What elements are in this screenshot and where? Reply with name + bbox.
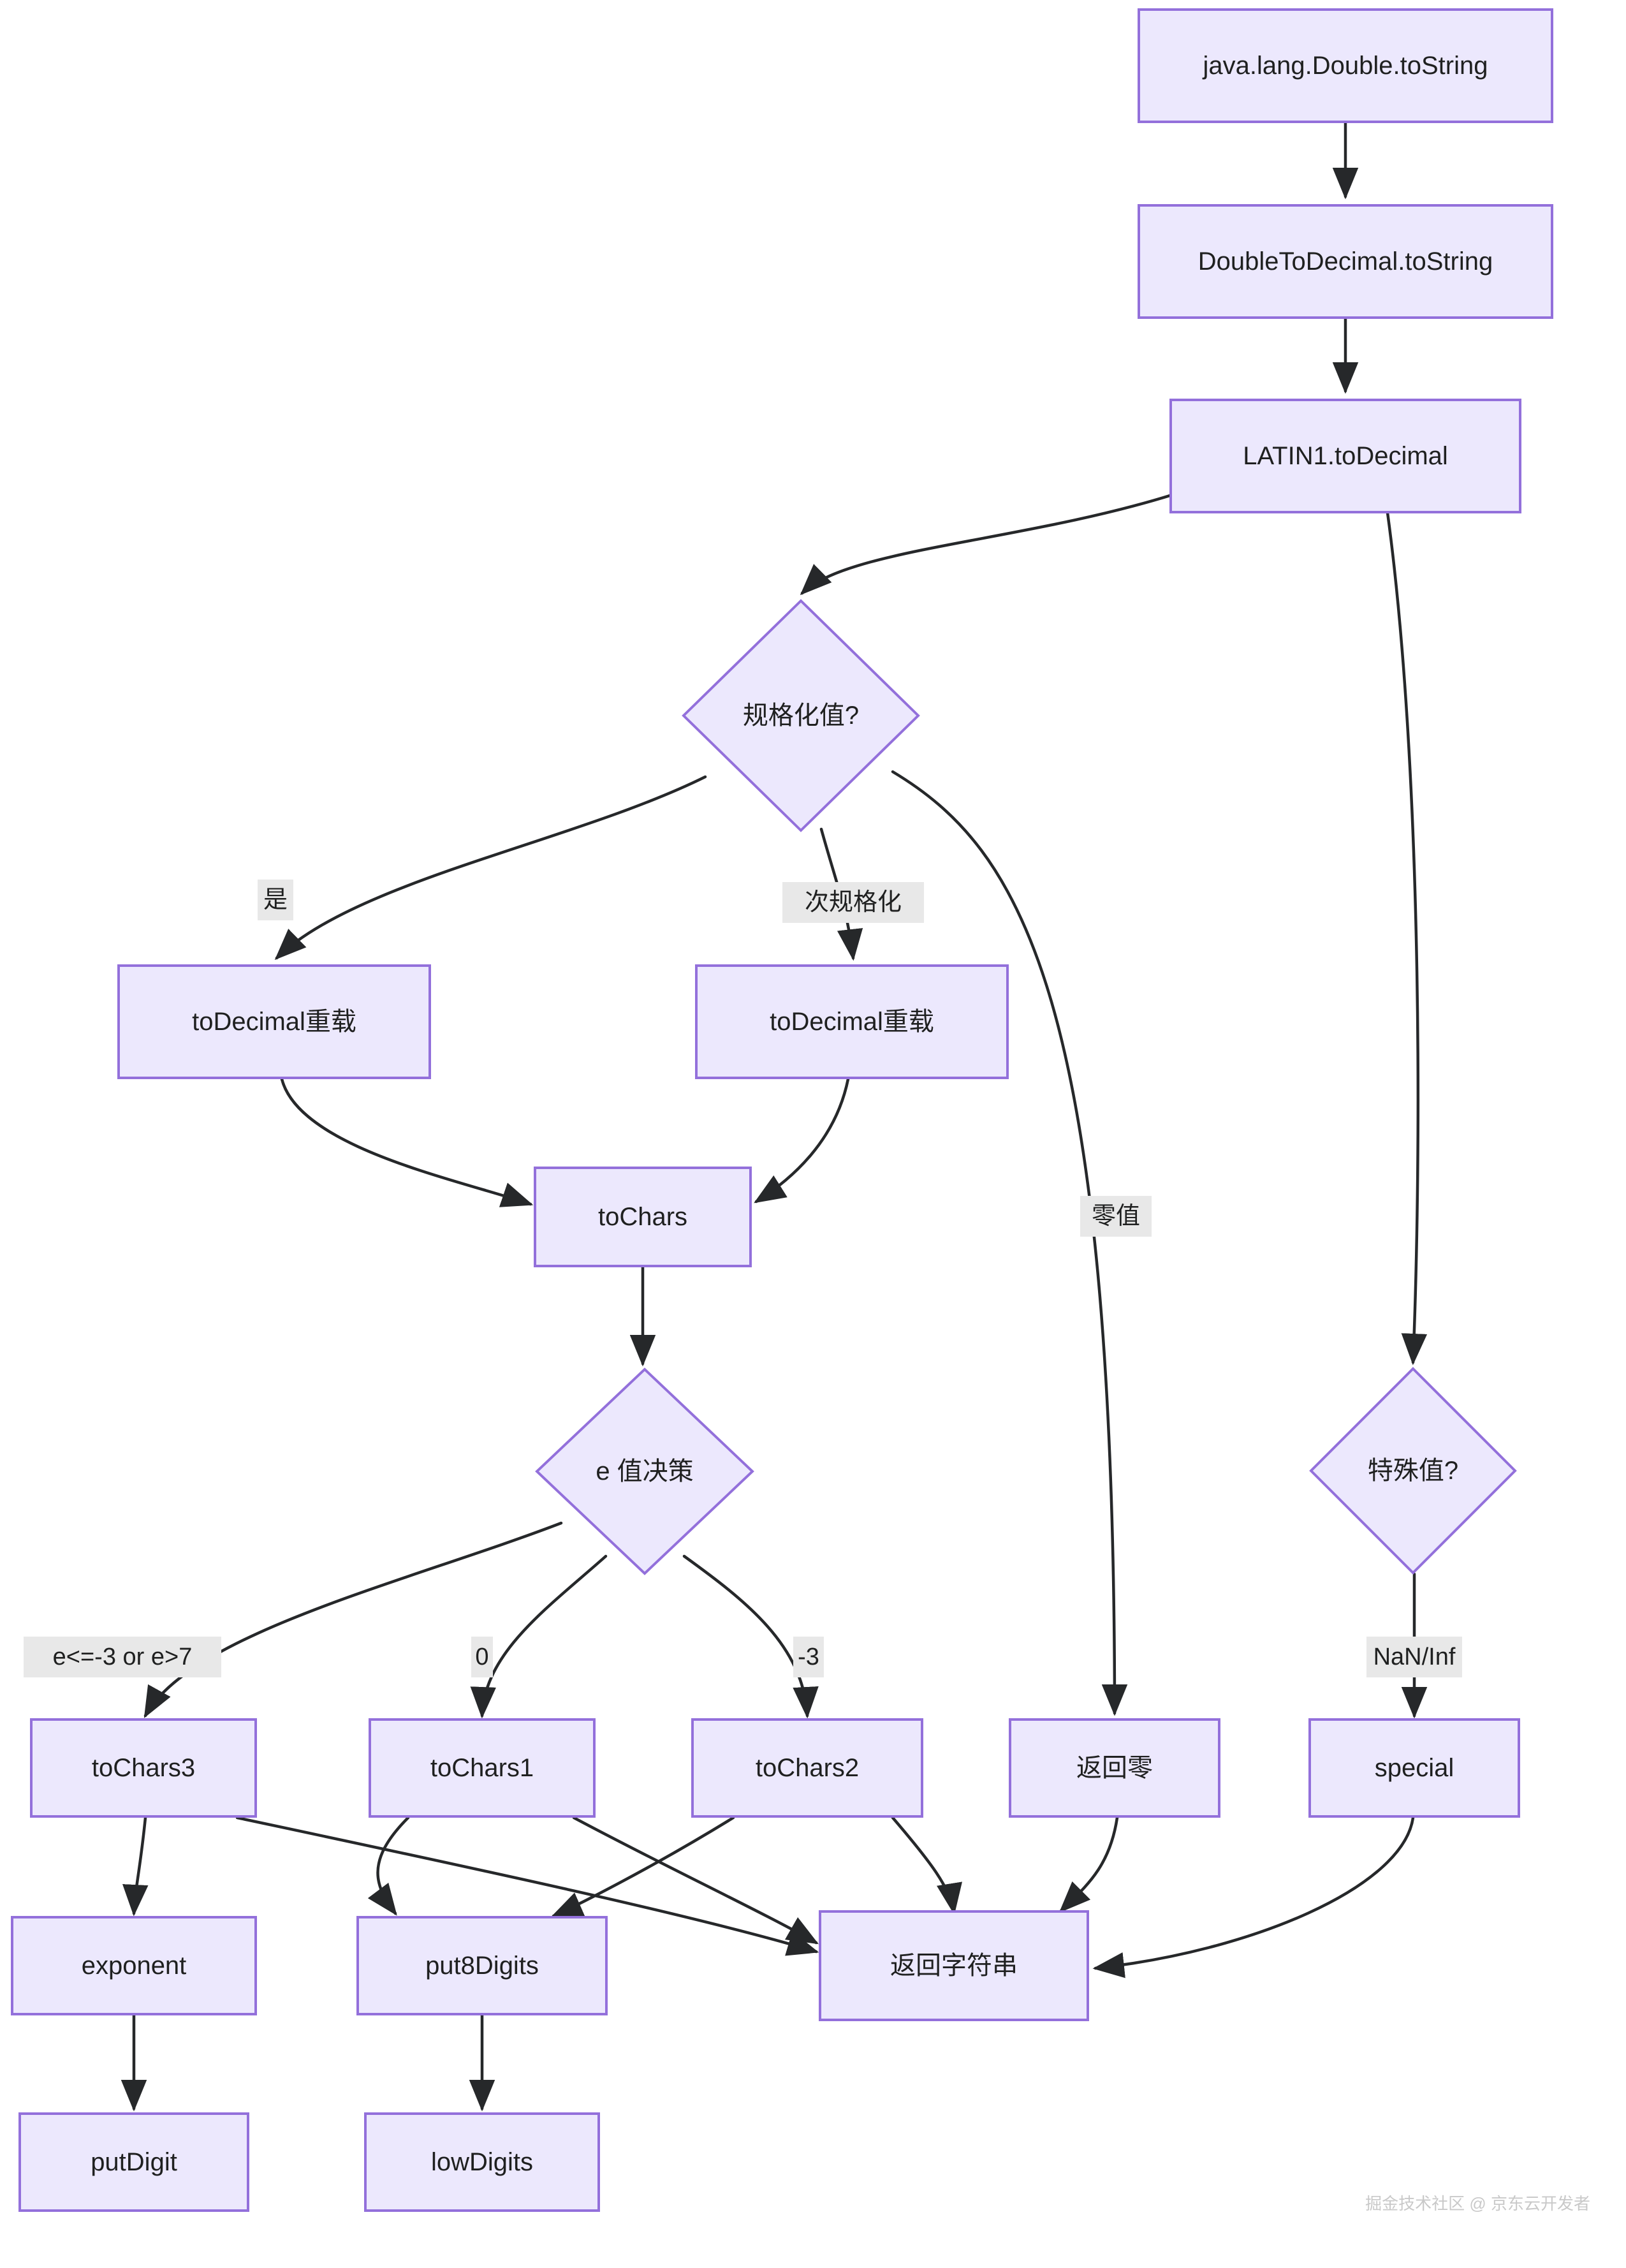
edge-todecimal-a-to-tochars	[280, 1077, 534, 1207]
node-special[interactable]: special	[1308, 1718, 1520, 1818]
node-return-zero[interactable]: 返回零	[1009, 1718, 1220, 1818]
edge-tochars1-to-return-string	[572, 1816, 819, 1945]
node-label: 特殊值?	[1368, 1457, 1458, 1485]
node-label: toChars1	[430, 1754, 534, 1782]
node-tochars1[interactable]: toChars1	[369, 1718, 596, 1818]
edge-label-text: 0	[475, 1644, 488, 1670]
edge-e-minus3-to-tochars2	[682, 1554, 819, 1719]
edge-label-yes: 是	[258, 880, 293, 920]
node-exponent[interactable]: exponent	[11, 1916, 257, 2015]
edge-tochars3-to-return-string	[235, 1816, 819, 1956]
edge-e-large-to-tochars3	[143, 1521, 563, 1718]
edge-tochars2-to-put8digits	[550, 1816, 735, 1918]
edge-return-zero-to-return-string	[1058, 1816, 1119, 1913]
node-tochars2[interactable]: toChars2	[691, 1718, 923, 1818]
node-java-lang-double-tostring[interactable]: java.lang.Double.toString	[1138, 8, 1553, 123]
edge-label-e-zero: 0	[471, 1637, 493, 1677]
node-label: e 值决策	[596, 1457, 693, 1485]
node-label: toChars3	[92, 1754, 195, 1782]
edge-special-to-return-string	[1092, 1816, 1415, 1978]
node-tochars[interactable]: toChars	[534, 1167, 752, 1267]
node-label: 规格化值?	[743, 702, 859, 730]
node-tochars3[interactable]: toChars3	[30, 1718, 257, 1818]
node-label: special	[1375, 1754, 1454, 1782]
node-decision-e-value[interactable]: e 值决策	[535, 1367, 754, 1575]
node-label: toDecimal重载	[770, 1008, 934, 1036]
watermark-label: 掘金技术社区 @ 京东云开发者	[1365, 2194, 1590, 2213]
node-label: putDigit	[91, 2148, 177, 2176]
edge-label-text: -3	[798, 1644, 819, 1670]
node-todecimal-overload-subnormal[interactable]: toDecimal重载	[695, 964, 1009, 1079]
edge-label-nan-inf: NaN/Inf	[1366, 1637, 1462, 1677]
node-label: exponent	[82, 1952, 187, 1980]
node-latin1-todecimal[interactable]: LATIN1.toDecimal	[1169, 399, 1521, 513]
node-label: toDecimal重载	[192, 1008, 356, 1036]
node-label: lowDigits	[431, 2148, 533, 2176]
node-lowdigits[interactable]: lowDigits	[364, 2112, 600, 2212]
edge-label-e-minus-three: -3	[793, 1637, 824, 1677]
node-putdigit[interactable]: putDigit	[18, 2112, 249, 2212]
edge-label-text: e<=-3 or e>7	[53, 1644, 193, 1670]
edge-latin1-to-normalized-decision	[800, 493, 1174, 596]
edge-label-text: 是	[263, 887, 288, 913]
edge-tochars1-to-put8digits	[367, 1816, 410, 1916]
edge-tochars3-to-exponent	[122, 1816, 149, 1917]
node-label: LATIN1.toDecimal	[1243, 442, 1448, 470]
node-put8digits[interactable]: put8Digits	[356, 1916, 608, 2015]
node-label: java.lang.Double.toString	[1203, 52, 1488, 80]
node-decision-special-value[interactable]: 特殊值?	[1309, 1367, 1517, 1575]
node-doubletodecimal-tostring[interactable]: DoubleToDecimal.toString	[1138, 204, 1553, 319]
node-label: 返回字符串	[890, 1952, 1018, 1980]
edge-normalized-zero-to-return-zero	[891, 770, 1128, 1716]
edge-label-text: 次规格化	[805, 889, 902, 916]
edge-tochars2-to-return-string	[891, 1816, 962, 1915]
edge-todecimal-b-to-tochars	[754, 1077, 850, 1204]
edge-label-e-range: e<=-3 or e>7	[24, 1637, 221, 1677]
edge-normalized-yes-to-todecimal-a	[274, 775, 707, 961]
node-return-string[interactable]: 返回字符串	[819, 1910, 1089, 2021]
node-decision-normalized-value[interactable]: 规格化值?	[682, 599, 920, 832]
node-label: put8Digits	[425, 1952, 539, 1980]
edge-label-layer: 是 次规格化 零值 e<=-3 or e>7 0 -3	[24, 880, 1462, 1677]
edge-label-text: NaN/Inf	[1373, 1644, 1456, 1670]
node-label: 返回零	[1076, 1754, 1153, 1782]
edge-layer	[121, 121, 1428, 2112]
node-label: toChars2	[756, 1754, 859, 1782]
edge-latin1-to-special-decision	[1386, 511, 1428, 1366]
node-label: toChars	[598, 1203, 687, 1231]
node-todecimal-overload-normal[interactable]: toDecimal重载	[117, 964, 431, 1079]
edge-label-zero-value: 零值	[1080, 1196, 1152, 1237]
node-layer: java.lang.Double.toString DoubleToDecima…	[11, 8, 1553, 2212]
edge-label-subnormal: 次规格化	[782, 882, 924, 923]
edge-e-zero-to-tochars1	[470, 1554, 608, 1719]
node-label: DoubleToDecimal.toString	[1198, 247, 1493, 276]
edge-label-text: 零值	[1092, 1203, 1140, 1230]
